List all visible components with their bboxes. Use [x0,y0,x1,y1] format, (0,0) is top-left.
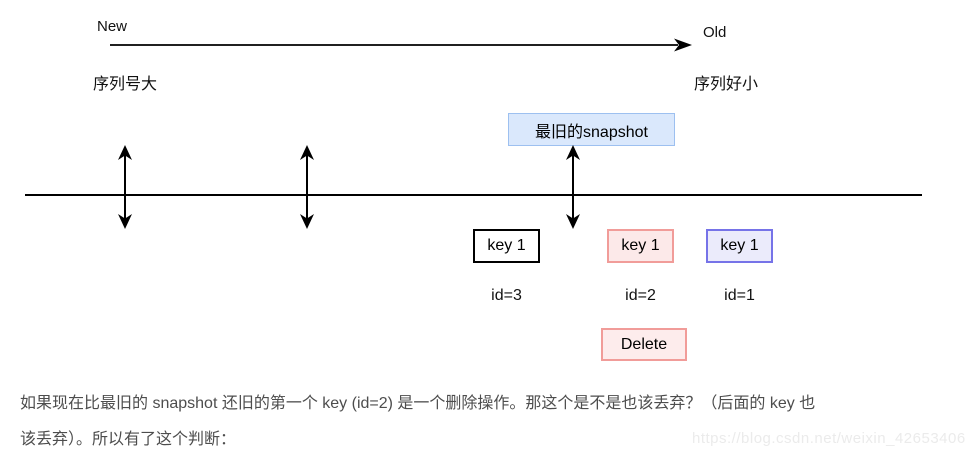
timeline-marker-arrow-icon [118,145,132,229]
right-caption: 序列好小 [694,76,759,93]
key-box-label: key 1 [487,237,526,254]
paragraph-line-1: 如果现在比最旧的 snapshot 还旧的第一个 key (id=2) 是一个删… [20,395,816,412]
key-box-id2: key 1 [607,229,674,263]
left-caption: 序列号大 [93,76,158,93]
key-box-id3: key 1 [473,229,540,263]
timeline-marker-arrow-icon [300,145,314,229]
delete-box: Delete [601,328,687,361]
id-label-3: id=3 [491,287,522,304]
watermark-url: https://blog.csdn.net/weixin_42653406 [692,430,966,447]
snapshot-marker-arrow-icon [566,145,580,229]
delete-box-label: Delete [620,335,668,353]
key-box-id1: key 1 [706,229,773,263]
paragraph-line-2: 该丢弃）。所以有了这个判断： [20,431,237,448]
id-label-1: id=1 [724,287,755,304]
key-box-label: key 1 [621,237,660,254]
id-label-2: id=2 [625,287,656,304]
explanation-paragraph: 如果现在比最旧的 snapshot 还旧的第一个 key (id=2) 是一个删… [20,386,960,458]
new-to-old-arrow-icon [110,38,692,52]
new-label: New [97,18,128,35]
key-box-label: key 1 [720,237,759,254]
timeline-line [25,194,922,196]
old-label: Old [703,24,727,41]
oldest-snapshot-label: 最旧的snapshot [535,123,648,141]
oldest-snapshot-box: 最旧的snapshot [508,113,675,146]
